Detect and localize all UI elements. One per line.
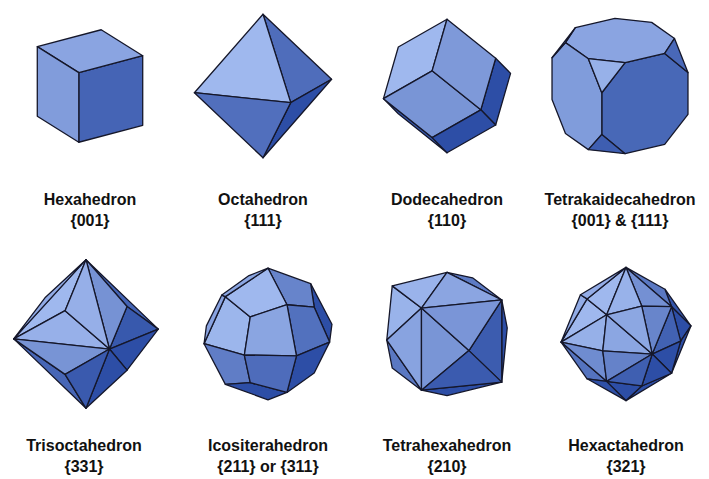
crystal-face — [37, 47, 79, 143]
crystal-face — [204, 344, 250, 385]
shape-name: Octahedron — [218, 190, 308, 210]
shape-name: Tetrahexahedron — [383, 436, 512, 456]
polyhedron — [194, 14, 331, 158]
miller-index: {211} or {311} — [217, 457, 318, 477]
polyhedron — [37, 30, 142, 143]
miller-index: {331} — [64, 457, 103, 477]
crystal-face — [65, 260, 109, 349]
polyhedron — [204, 268, 332, 400]
crystal-face — [607, 354, 653, 386]
crystal-face — [588, 59, 625, 93]
miller-index: {110} — [428, 211, 466, 231]
crystal-face — [421, 351, 501, 391]
polyhedron — [552, 18, 688, 153]
crystal-face — [561, 342, 607, 381]
shape-name: Trisoctahedron — [26, 436, 142, 456]
shape-name: Dodecahedron — [391, 190, 503, 210]
crystal-face — [665, 38, 688, 72]
crystal-face — [244, 355, 296, 392]
crystal-face — [607, 306, 653, 354]
shape-name: Icositerahedron — [208, 436, 328, 456]
miller-index: {001} — [70, 211, 109, 231]
miller-index: {321} — [606, 457, 645, 477]
crystal-face — [432, 110, 496, 153]
crystal-face — [432, 19, 496, 110]
miller-index: {111} — [244, 211, 281, 231]
crystal-face — [222, 268, 268, 296]
crystal-face — [588, 135, 625, 154]
shape-name: Tetrakaidecahedron — [545, 190, 696, 210]
crystal-face — [204, 295, 225, 344]
crystal-face — [194, 14, 290, 102]
crystal-face — [421, 300, 501, 351]
polyhedron — [387, 272, 507, 395]
miller-index: {001} & {111} — [572, 211, 669, 231]
polyhedron — [14, 260, 159, 409]
crystal-face — [244, 305, 296, 356]
crystal-face — [387, 308, 422, 390]
crystal-face — [552, 43, 602, 150]
crystal-face — [194, 93, 290, 158]
shape-name: Hexahedron — [44, 190, 136, 210]
polyhedron — [383, 19, 510, 153]
crystal-face — [502, 300, 507, 382]
crystal-face — [552, 28, 575, 58]
crystal-face — [65, 349, 109, 408]
miller-index: {210} — [427, 457, 466, 477]
polyhedron — [561, 267, 691, 400]
shape-name: Hexactahedron — [568, 436, 684, 456]
